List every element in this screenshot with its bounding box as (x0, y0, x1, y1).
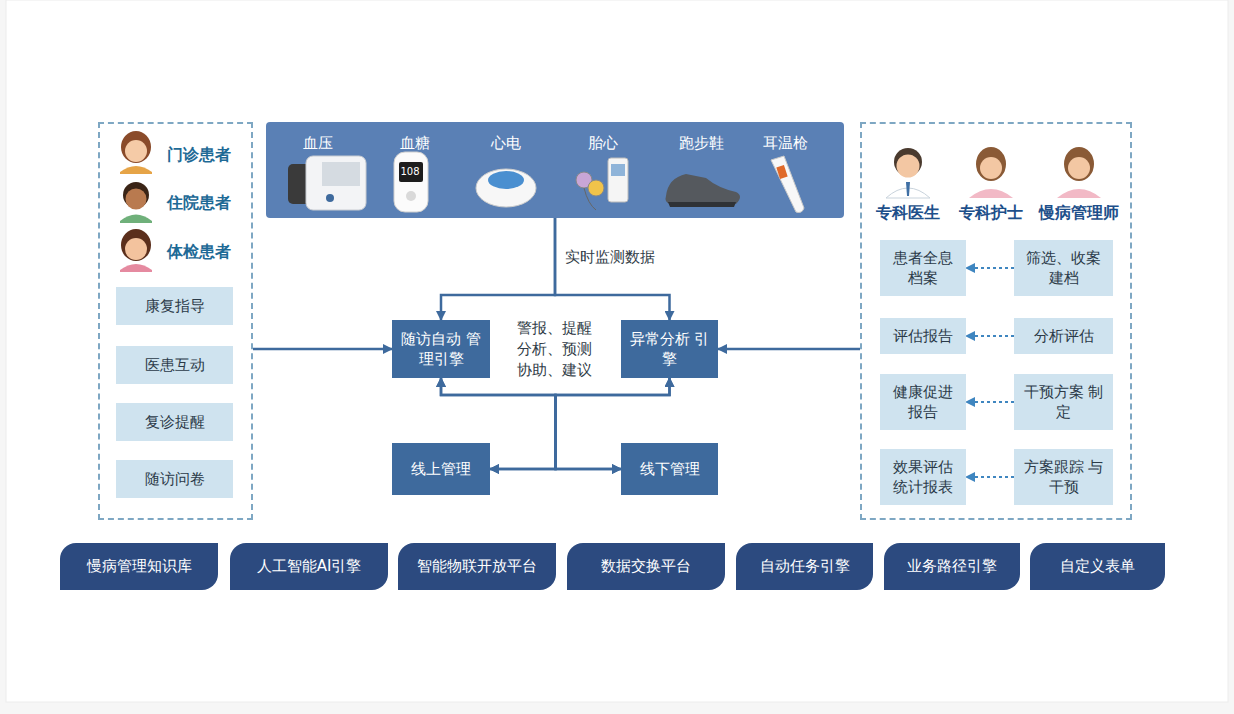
device-name: 耳温枪 (763, 134, 808, 153)
box-text: 异常分析 引擎 (629, 329, 710, 370)
box-text: 医患互动 (145, 355, 205, 375)
flow-label: 实时监测数据 (565, 248, 655, 267)
device-name: 血糖 (400, 134, 430, 153)
fetal-monitor-icon (576, 158, 628, 210)
info-box: 干预方案 制定 (1014, 374, 1113, 430)
dotted-arrow (966, 267, 1014, 269)
info-box: 评估报告 (880, 318, 966, 354)
device-reading: 108 (400, 166, 419, 177)
box-text: 随访问卷 (145, 469, 205, 489)
box-text: 分析评估 (1034, 326, 1094, 346)
info-box: 复诊提醒 (116, 403, 233, 441)
role-name: 专科医生 (876, 203, 940, 224)
glucose-meter-icon (394, 152, 428, 212)
info-box: 医患互动 (116, 346, 233, 384)
device-name: 血压 (303, 134, 333, 153)
device-band: 血压 血糖 心电 胎心 跑步鞋 耳温枪 (266, 122, 844, 218)
dashed-panel: 门诊患者住院患者体检患者康复指导医患互动复诊提醒随访问卷 (98, 122, 253, 520)
info-box: 随访问卷 (116, 460, 233, 498)
ear-thermometer-icon (771, 156, 804, 213)
manager-avatar (1057, 147, 1101, 198)
box-text: 业务路径引擎 (907, 556, 997, 576)
box-text: 康复指导 (145, 296, 205, 316)
running-shoe-icon (666, 174, 741, 207)
box-text: 筛选、收案 建档 (1022, 248, 1105, 289)
role-name: 住院患者 (167, 193, 231, 214)
doctor-avatar (886, 148, 930, 198)
platform-tab: 人工智能AI引擎 (230, 543, 388, 590)
platform-tab: 慢病管理知识库 (60, 543, 218, 590)
box-text: 复诊提醒 (145, 412, 205, 432)
device-icons (266, 122, 844, 218)
device-name: 心电 (491, 134, 521, 153)
nurse-avatar (969, 147, 1013, 198)
role-name: 专科护士 (959, 203, 1023, 224)
role-name: 门诊患者 (167, 145, 231, 166)
info-box: 分析评估 (1014, 318, 1113, 354)
box-text: 效果评估 统计报表 (888, 457, 958, 498)
box-text: 线下管理 (640, 459, 700, 479)
engine-box: 异常分析 引擎 (621, 320, 718, 378)
info-box: 筛选、收案 建档 (1014, 240, 1113, 296)
flow-arrow (718, 348, 860, 351)
box-text: 评估报告 (893, 326, 953, 346)
platform-tab: 自定义表单 (1030, 543, 1165, 590)
platform-tab: 自动任务引擎 (736, 543, 873, 590)
box-text: 线上管理 (411, 459, 471, 479)
function-note: 警报、提醒 分析、预测 协助、建议 (512, 318, 596, 381)
info-box: 健康促进 报告 (880, 374, 966, 430)
flow-arrow (441, 218, 555, 320)
patient-avatar (120, 182, 152, 223)
role-name: 慢病管理师 (1039, 203, 1119, 224)
dotted-arrow (966, 335, 1014, 337)
info-box: 患者全息 档案 (880, 240, 966, 296)
device-name: 跑步鞋 (679, 134, 724, 153)
box-text: 患者全息 档案 (888, 248, 958, 289)
info-box: 康复指导 (116, 287, 233, 325)
bp-monitor-icon (288, 156, 366, 210)
info-box: 方案跟踪 与干预 (1014, 449, 1113, 505)
box-text: 智能物联开放平台 (417, 556, 537, 576)
box-text: 干预方案 制定 (1022, 382, 1105, 423)
dotted-arrow (966, 401, 1014, 403)
platform-tab: 业务路径引擎 (884, 543, 1020, 590)
box-text: 健康促进 报告 (888, 382, 958, 423)
engine-box: 随访自动 管理引擎 (392, 320, 490, 378)
platform-tab: 智能物联开放平台 (398, 543, 556, 590)
box-text: 数据交换平台 (601, 556, 691, 576)
box-text: 慢病管理知识库 (87, 556, 192, 576)
dashed-panel: 专科医生专科护士慢病管理师患者全息 档案 筛选、收案 建档评估报告 分析评估健康促进… (860, 122, 1132, 520)
box-text: 自动任务引擎 (760, 556, 850, 576)
device-name: 胎心 (588, 134, 618, 153)
flow-arrow (555, 218, 670, 320)
box-text: 人工智能AI引擎 (257, 556, 362, 576)
dotted-arrow (966, 476, 1014, 478)
ecg-device-icon (476, 169, 536, 207)
engine-box: 线上管理 (392, 443, 490, 495)
info-box: 效果评估 统计报表 (880, 449, 966, 505)
platform-tab: 数据交换平台 (567, 543, 725, 590)
box-text: 方案跟踪 与干预 (1022, 457, 1105, 498)
engine-box: 线下管理 (621, 443, 718, 495)
box-text: 随访自动 管理引擎 (400, 329, 482, 370)
role-name: 体检患者 (167, 242, 231, 263)
card (6, 0, 1228, 702)
patient-avatar (120, 131, 152, 174)
box-text: 自定义表单 (1060, 556, 1135, 576)
flow-arrow (253, 348, 392, 351)
patient-avatar (120, 229, 152, 272)
